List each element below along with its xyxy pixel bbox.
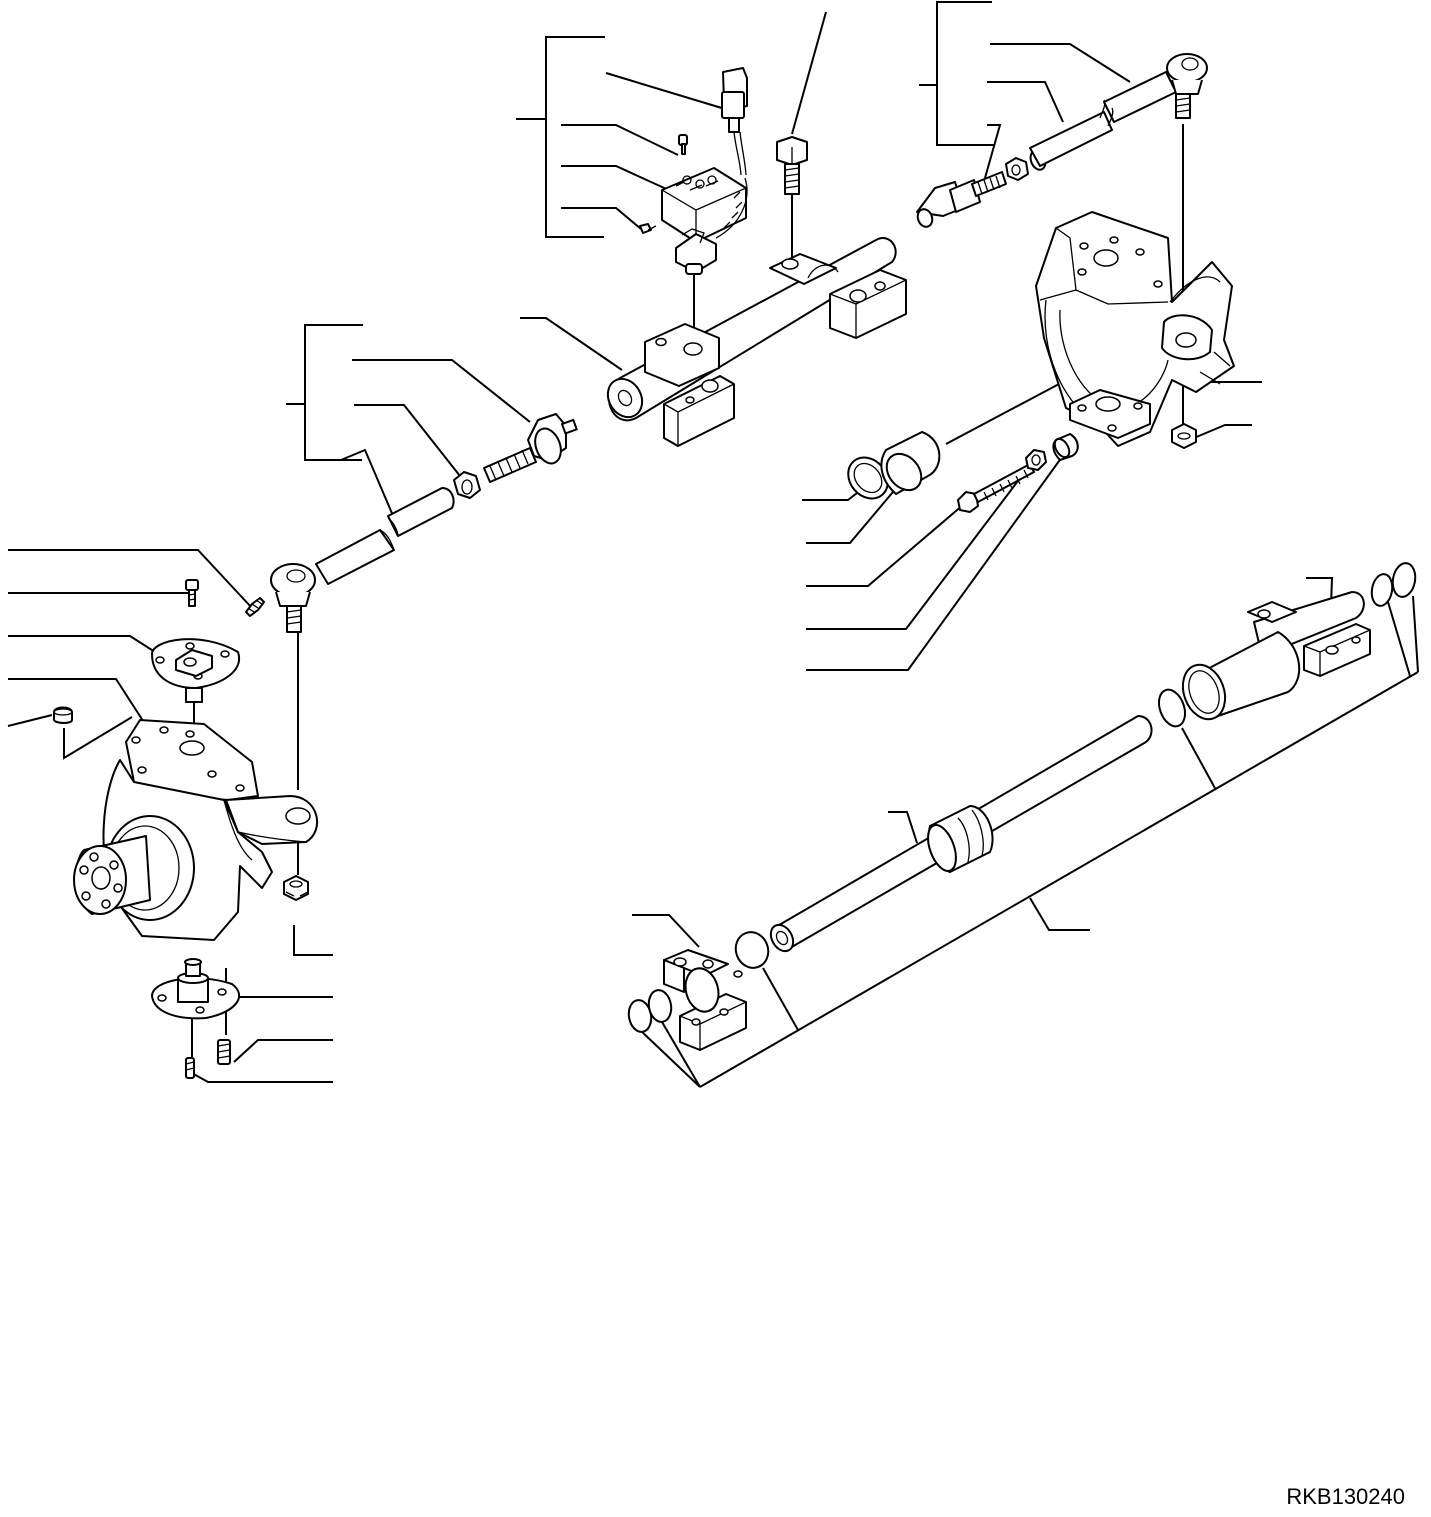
steering-cylinder-tube	[601, 238, 906, 446]
steering-knuckle-right	[1036, 212, 1234, 448]
lower-kingpin-parts	[152, 959, 239, 1078]
tie-rod-right	[915, 54, 1207, 229]
upper-kingpin-parts	[54, 580, 264, 723]
tie-rod-left	[271, 414, 577, 632]
bushing-set	[840, 432, 1078, 512]
hex-bolt-top	[777, 137, 807, 194]
angle-sensor-assembly	[640, 68, 747, 274]
leader-lines	[8, 2, 1418, 1087]
steering-knuckle-left	[74, 720, 317, 940]
cylinder-internal-parts	[626, 561, 1417, 1050]
drawing-code: RKB130240	[1286, 1484, 1405, 1509]
